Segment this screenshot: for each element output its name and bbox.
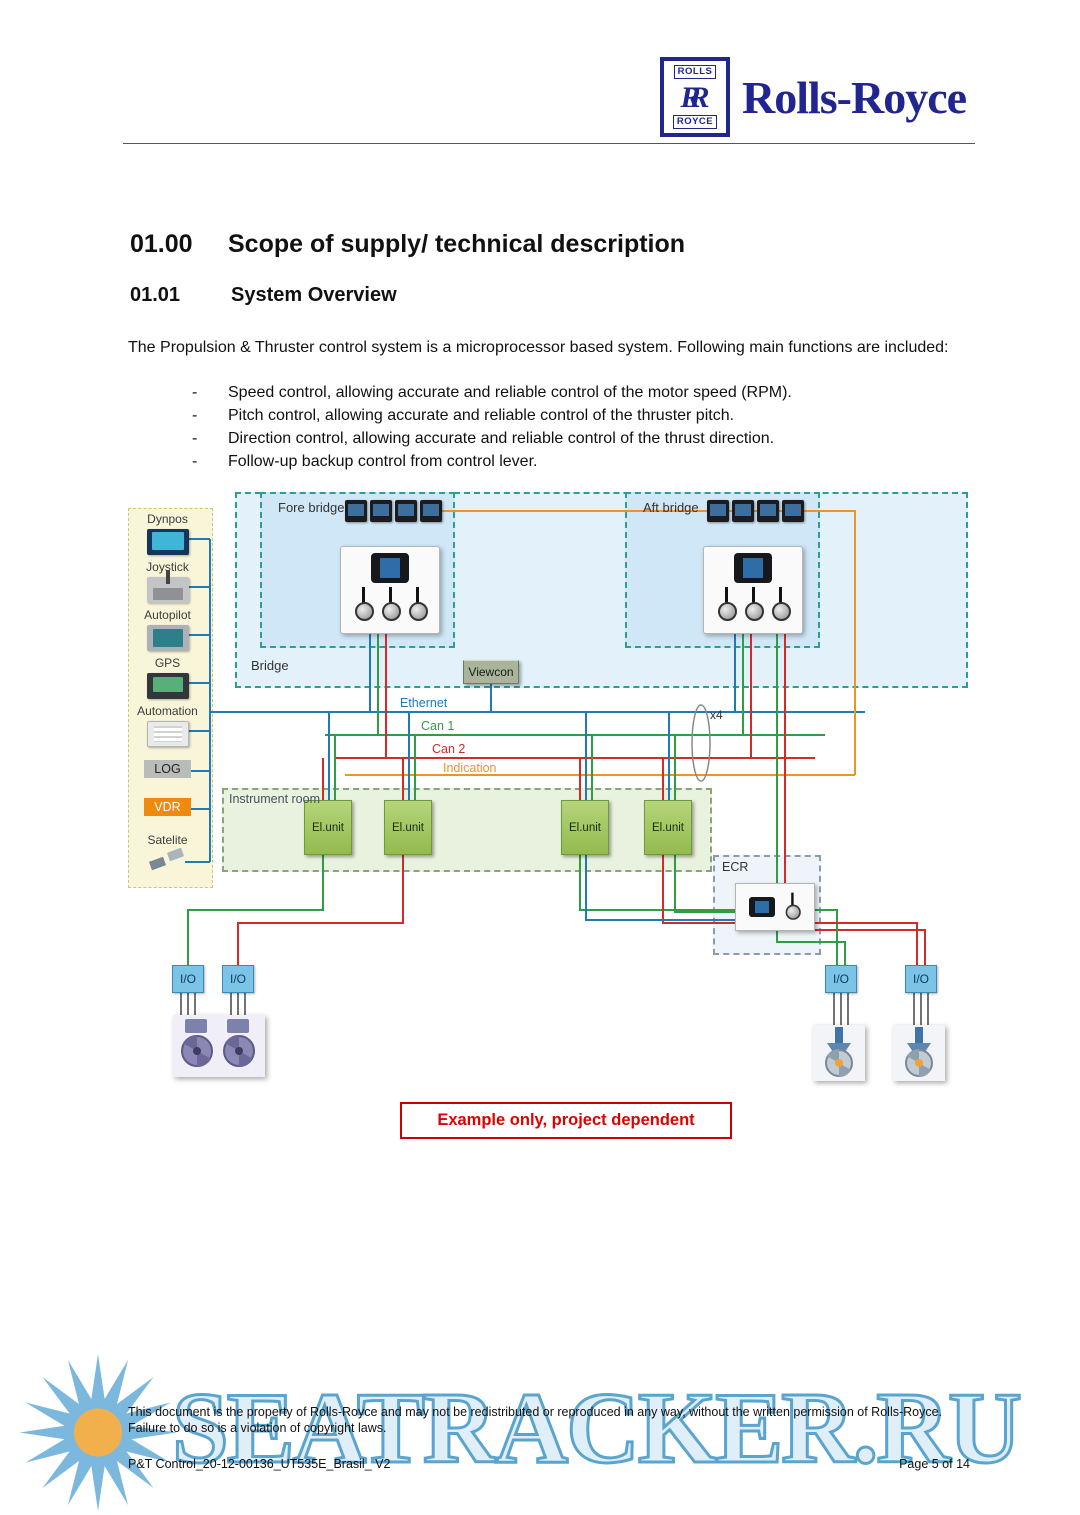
- fore-bridge-label: Fore bridge: [278, 500, 345, 515]
- example-note-box: Example only, project dependent: [400, 1102, 732, 1139]
- footer-disclaimer: This document is the property of Rolls-R…: [128, 1405, 943, 1436]
- io-box-3: I/O: [825, 965, 857, 993]
- bullet-item: Direction control, allowing accurate and…: [192, 427, 962, 450]
- subsection-title: System Overview: [231, 284, 397, 306]
- console-levers: [704, 587, 802, 623]
- autopilot-icon: [146, 625, 189, 651]
- subsection-heading: 01.01 System Overview: [130, 284, 397, 307]
- connection-lines: [180, 510, 929, 1025]
- source-dynpos: Dynpos: [125, 512, 210, 555]
- lever-icon: [785, 892, 801, 922]
- dynpos-icon: [146, 529, 189, 555]
- ecr-label: ECR: [722, 860, 749, 874]
- display-unit-icon: [732, 500, 754, 522]
- bullet-item: Speed control, allowing accurate and rel…: [192, 381, 962, 404]
- brand-wordmark: Rolls-Royce: [742, 71, 967, 123]
- network-label-can1: Can 1: [421, 719, 455, 733]
- bridge-label: Bridge: [251, 658, 289, 673]
- bullet-item: Follow-up backup control from control le…: [192, 450, 962, 473]
- bullet-list: Speed control, allowing accurate and rel…: [192, 381, 962, 473]
- section-number: 01.00: [130, 230, 193, 258]
- rolls-royce-logo: ROLLS RR ROYCE Rolls-Royce: [660, 57, 967, 137]
- source-satelite: Satelite: [125, 833, 210, 876]
- display-unit-icon: [395, 500, 417, 522]
- io-box-2: I/O: [222, 965, 254, 993]
- example-note-text: Example only, project dependent: [437, 1111, 695, 1129]
- display-unit-icon: [370, 500, 392, 522]
- lever-icon: [408, 587, 428, 623]
- rolls-royce-badge-icon: ROLLS RR ROYCE: [660, 57, 730, 137]
- footer-doc-ref: P&T Control_20-12-00136_UT535E_Brasil_ V…: [128, 1457, 391, 1471]
- bullet-item: Pitch control, allowing accurate and rel…: [192, 404, 962, 427]
- intro-paragraph: The Propulsion & Thruster control system…: [128, 339, 949, 356]
- source-vdr: VDR: [125, 798, 210, 816]
- ecr-control-console: [735, 883, 815, 931]
- header-divider: [123, 143, 975, 144]
- display-unit-icon: [782, 500, 804, 522]
- network-label-ethernet: Ethernet: [400, 696, 448, 710]
- rr-monogram-icon: RR: [680, 80, 709, 114]
- system-overview-diagram: Dynpos Joystick Autopilot GPS Automation…: [125, 490, 970, 1090]
- io-box-4: I/O: [905, 965, 937, 993]
- viewcon-box: Viewcon: [463, 660, 519, 684]
- joystick-icon: [146, 570, 189, 603]
- display-unit-icon: [420, 500, 442, 522]
- gps-icon: [146, 673, 189, 699]
- satellite-icon: [147, 850, 189, 876]
- thruster-photo-left: [173, 1015, 265, 1077]
- badge-top-label: ROLLS: [673, 65, 717, 80]
- section-title: Scope of supply/ technical description: [228, 230, 686, 258]
- console-screen: [734, 553, 772, 583]
- subsection-number: 01.01: [130, 284, 181, 306]
- el-unit-2: El.unit: [384, 800, 432, 855]
- lever-icon: [717, 587, 737, 623]
- source-automation: Automation: [125, 704, 210, 747]
- instrument-room-box: [222, 788, 712, 872]
- footer-page-number: Page 5 of 14: [899, 1457, 970, 1471]
- display-unit-icon: [707, 500, 729, 522]
- el-unit-3: El.unit: [561, 800, 609, 855]
- display-unit-icon: [757, 500, 779, 522]
- lever-icon: [354, 587, 374, 623]
- source-gps: GPS: [125, 656, 210, 699]
- console-screen: [749, 897, 775, 917]
- badge-bottom-label: ROYCE: [672, 114, 718, 129]
- console-screen: [371, 553, 409, 583]
- network-label-indication: Indication: [443, 761, 497, 775]
- source-joystick: Joystick: [125, 560, 210, 603]
- display-unit-icon: [345, 500, 367, 522]
- el-unit-4: El.unit: [644, 800, 692, 855]
- lever-icon: [381, 587, 401, 623]
- section-heading: 01.00 Scope of supply/ technical descrip…: [130, 230, 685, 259]
- source-autopilot: Autopilot: [125, 608, 210, 651]
- io-box-1: I/O: [172, 965, 204, 993]
- fore-control-console: [340, 546, 440, 634]
- automation-icon: [146, 721, 189, 747]
- lever-icon: [771, 587, 791, 623]
- network-label-can2: Can 2: [432, 742, 466, 756]
- console-levers: [341, 587, 439, 623]
- aft-bridge-label: Aft bridge: [643, 500, 699, 515]
- instrument-room-label: Instrument room: [229, 792, 321, 806]
- x4-annotation: x4: [710, 708, 723, 722]
- thruster-photo-right-2: [893, 1025, 945, 1081]
- aft-display-row: [707, 500, 804, 522]
- source-log: LOG: [125, 760, 210, 778]
- aft-control-console: [703, 546, 803, 634]
- fore-display-row: [345, 500, 442, 522]
- el-unit-1: El.unit: [304, 800, 352, 855]
- lever-icon: [744, 587, 764, 623]
- thruster-photo-right-1: [813, 1025, 865, 1081]
